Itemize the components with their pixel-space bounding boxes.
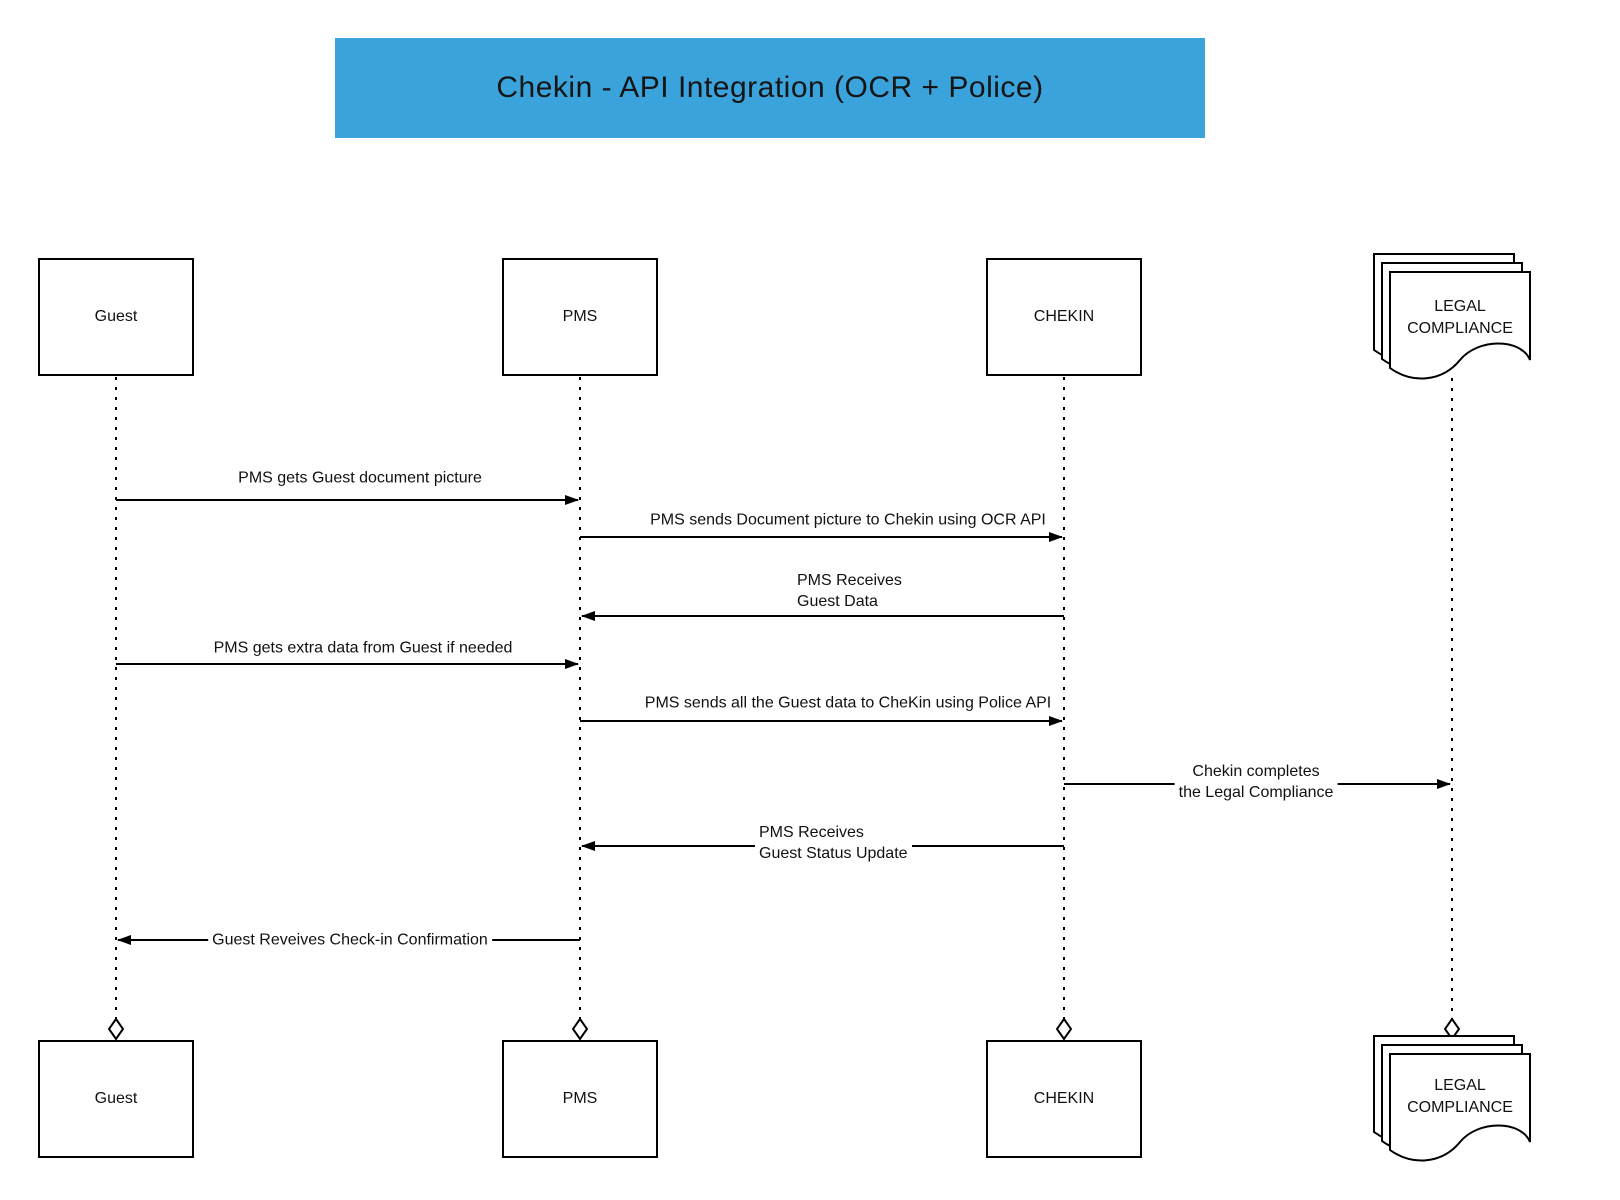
diagram-title: Chekin - API Integration (OCR + Police) xyxy=(496,71,1044,104)
actor-pms-bottom: PMS xyxy=(502,1040,658,1158)
message-label-2: PMS sends Document picture to Chekin usi… xyxy=(646,509,1050,531)
actor-legal-bottom-label: LEGAL COMPLIANCE xyxy=(1407,1077,1513,1116)
actor-chekin-top: CHEKIN xyxy=(986,258,1142,376)
legal-compliance-bottom-shape xyxy=(1373,1035,1531,1162)
actor-pms-label: PMS xyxy=(562,1090,598,1107)
actor-chekin-label: CHEKIN xyxy=(1033,308,1095,325)
message-label-8: Guest Reveives Check-in Confirmation xyxy=(208,929,492,951)
message-label-6: Chekin completes the Legal Compliance xyxy=(1174,761,1338,803)
actor-guest-bottom: Guest xyxy=(38,1040,194,1158)
actor-chekin-bottom: CHEKIN xyxy=(986,1040,1142,1158)
title-banner: Chekin - API Integration (OCR + Police) xyxy=(335,38,1205,138)
document-front-sheet xyxy=(1389,1053,1531,1162)
diamond-end-pms xyxy=(571,1017,589,1041)
message-label-5: PMS sends all the Guest data to CheKin u… xyxy=(640,692,1056,714)
message-label-7: PMS Receives Guest Status Update xyxy=(755,822,912,864)
message-label-1: PMS gets Guest document picture xyxy=(234,467,486,489)
document-front-sheet xyxy=(1389,271,1531,380)
actor-legal-top-label: LEGAL COMPLIANCE xyxy=(1407,298,1513,337)
actor-guest-label: Guest xyxy=(94,1090,138,1107)
actor-guest-top: Guest xyxy=(38,258,194,376)
actor-guest-label: Guest xyxy=(94,308,138,325)
message-label-4: PMS gets extra data from Guest if needed xyxy=(209,637,517,659)
diamond-end-guest xyxy=(107,1017,125,1041)
actor-pms-top: PMS xyxy=(502,258,658,376)
actor-chekin-label: CHEKIN xyxy=(1033,1090,1095,1107)
diamond-end-chekin xyxy=(1055,1017,1073,1041)
actor-pms-label: PMS xyxy=(562,308,598,325)
message-label-3: PMS Receives Guest Data xyxy=(793,570,906,612)
legal-compliance-top-shape xyxy=(1373,253,1531,380)
